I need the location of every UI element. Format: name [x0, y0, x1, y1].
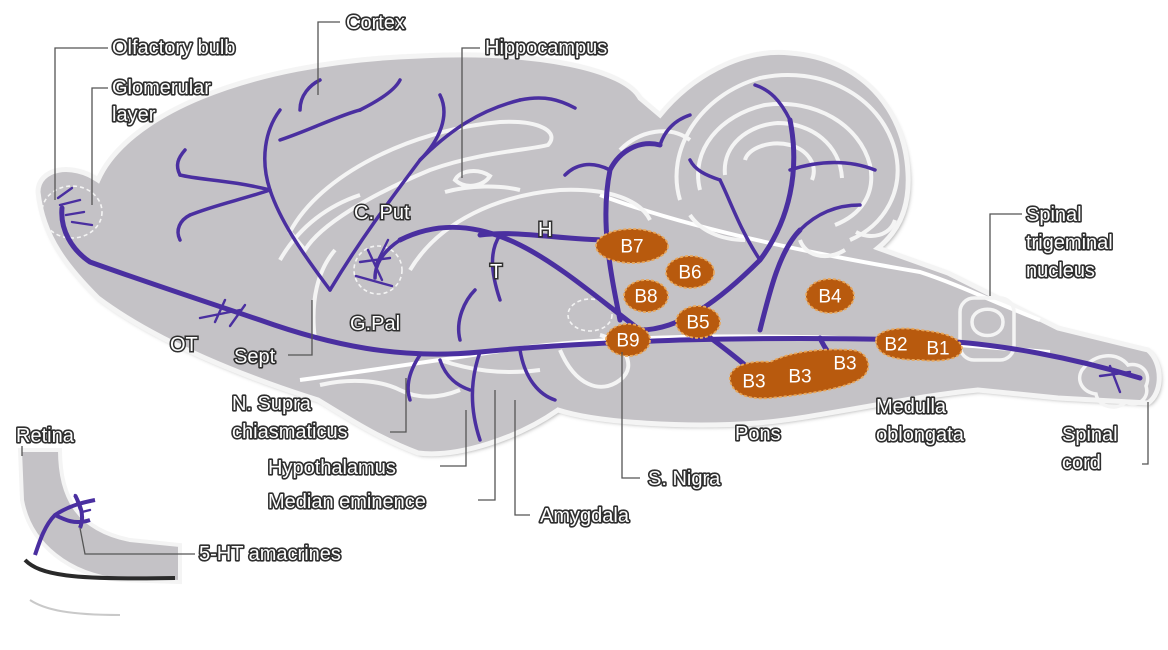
- label-median-eminence: Median eminence: [268, 491, 426, 513]
- label-glomerular-line2: layer: [112, 104, 156, 126]
- retina-inset: [20, 450, 180, 615]
- nucleus-b3b-label: B3: [788, 367, 811, 388]
- label-medulla-line1: Medulla: [876, 396, 947, 418]
- nucleus-b3c-label: B3: [833, 354, 856, 375]
- label-spinal-trigeminal-line1: Spinal: [1026, 204, 1082, 226]
- nucleus-b8-label: B8: [634, 287, 657, 308]
- label-olfactory-bulb: Olfactory bulb: [112, 37, 235, 59]
- label-g-pal: G.Pal: [350, 313, 400, 335]
- label-spinal-cord-line1: Spinal: [1062, 424, 1118, 446]
- label-n-supra-line2: chiasmaticus: [232, 421, 348, 443]
- nucleus-b9-label: B9: [616, 331, 639, 352]
- label-sept: Sept: [234, 346, 276, 368]
- label-spinal-trigeminal-line3: nucleus: [1026, 260, 1095, 282]
- label-c-put: C. Put: [354, 202, 410, 224]
- label-hippocampus: Hippocampus: [485, 37, 607, 59]
- nucleus-b2-label: B2: [884, 335, 907, 356]
- label-medulla-line2: oblongata: [876, 424, 965, 446]
- label-cortex: Cortex: [346, 12, 405, 34]
- label-n-supra-line1: N. Supra: [232, 393, 312, 415]
- nucleus-b6-label: B6: [678, 263, 701, 284]
- nucleus-b7-label: B7: [620, 237, 643, 258]
- label-retina: Retina: [16, 425, 75, 447]
- label-t: T: [490, 261, 502, 283]
- nucleus-b4-label: B4: [818, 287, 842, 308]
- label-spinal-cord-line2: cord: [1062, 452, 1101, 474]
- nucleus-b5-label: B5: [686, 313, 709, 334]
- nucleus-b3a-label: B3: [742, 372, 765, 393]
- nucleus-b1-label: B1: [926, 339, 949, 360]
- label-glomerular-line1: Glomerular: [112, 77, 211, 99]
- label-s-nigra: S. Nigra: [648, 468, 721, 490]
- label-ot: OT: [170, 334, 198, 356]
- label-amygdala: Amygdala: [540, 505, 630, 527]
- label-5ht-amacrines: 5-HT amacrines: [199, 543, 341, 565]
- label-hypothalamus: Hypothalamus: [268, 457, 396, 479]
- label-pons: Pons: [735, 423, 781, 445]
- label-h: H: [538, 219, 552, 241]
- label-spinal-trigeminal-line2: trigeminal: [1026, 232, 1113, 254]
